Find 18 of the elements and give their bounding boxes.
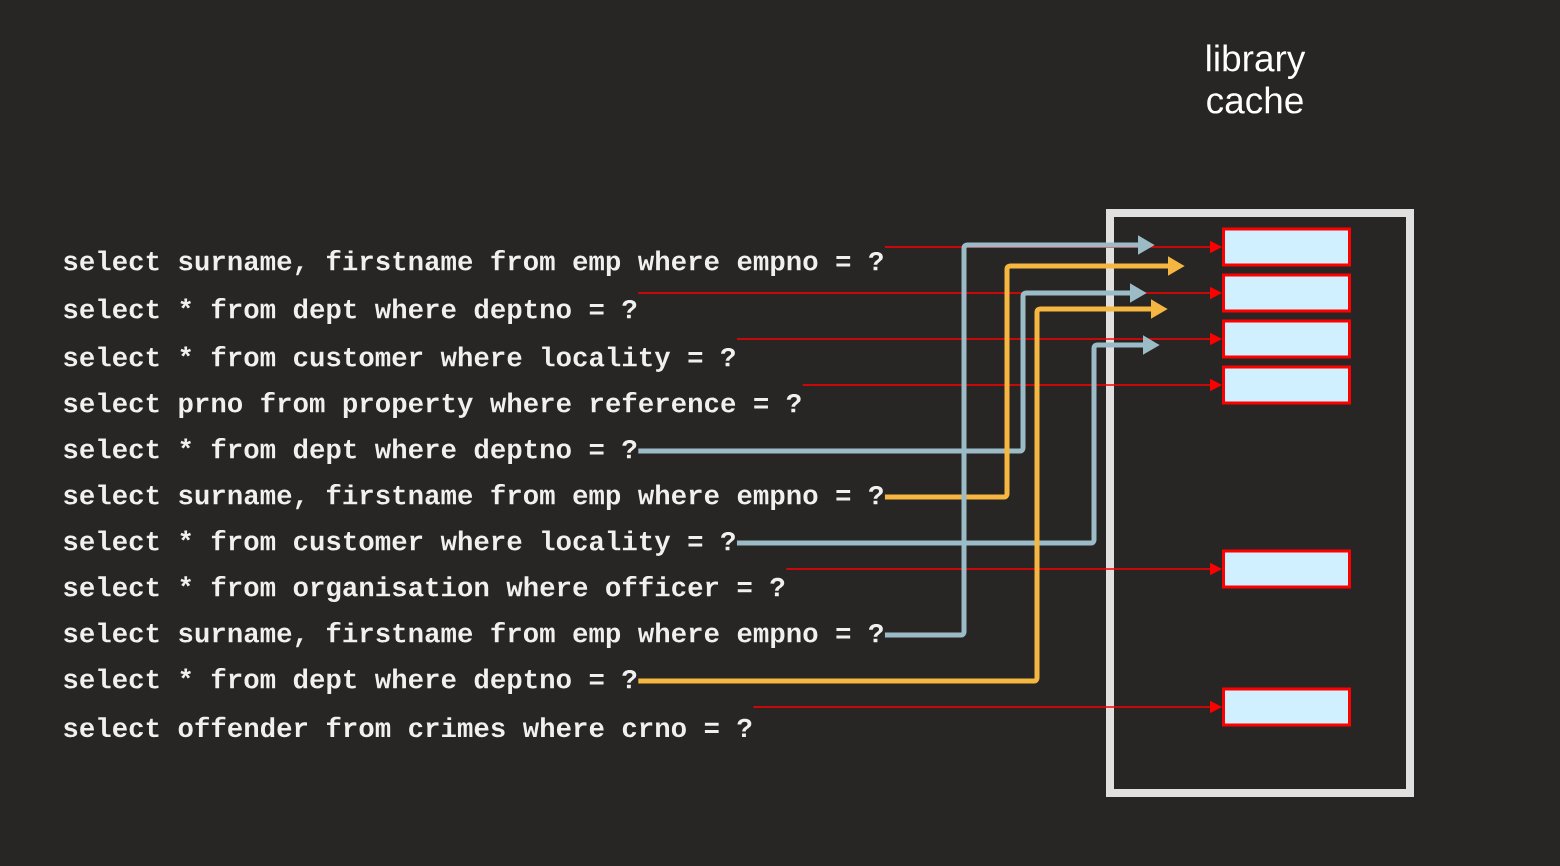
cache-slot [1222, 549, 1351, 589]
sql-statement: select * from dept where deptno = ? [64, 668, 637, 694]
sql-statement: select offender from crimes where crno = ? [64, 716, 752, 738]
cache-slot [1222, 273, 1351, 313]
cache-slot [1222, 319, 1351, 359]
sql-statement: select surname, firstname from emp where empno = ? [64, 622, 883, 648]
cache-slot [1222, 687, 1351, 727]
sql-statement: select * from customer where locality = ? [64, 530, 735, 556]
cache-slot [1222, 227, 1351, 267]
heading: library cache [1207, 44, 1306, 114]
sql-statement: select * from dept where deptno = ? [64, 438, 637, 464]
sql-statement: select prno from property where reference = ? [64, 392, 801, 418]
sql-statement: select * from dept where deptno = ? [64, 298, 637, 324]
sql-statement: select surname, firstname from emp where empno = ? [64, 484, 883, 510]
sql-statement: select * from organisation where officer = ? [64, 575, 785, 602]
sql-statement: select surname, firstname from emp where empno = ? [64, 250, 883, 276]
sql-statement: select * from customer where locality = ? [64, 346, 735, 372]
cache-slot [1222, 365, 1351, 405]
